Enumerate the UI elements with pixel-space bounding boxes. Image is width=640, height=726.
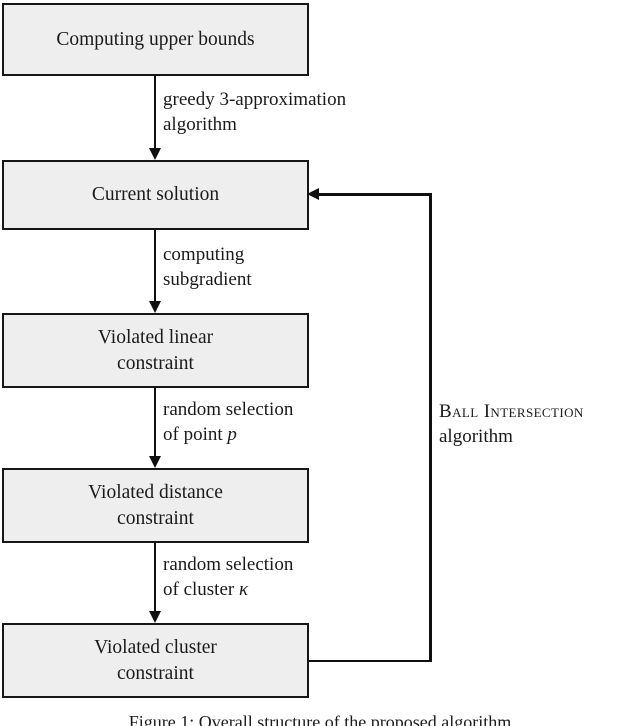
arrow-down-icon-distance-to-cluster (153, 543, 157, 612)
edge-label-symbol-kappa: κ (238, 578, 249, 600)
feedback-loop-vertical-segment (429, 193, 432, 662)
edge-label-line2: of point (163, 423, 228, 445)
arrow-down-icon-upper-bounds-to-current (153, 76, 157, 149)
node-label-line2: constraint (117, 662, 194, 684)
node-label-line1: Computing upper bounds (56, 28, 255, 50)
arrow-left-icon-feedback-into-current (307, 188, 319, 200)
feedback-loop-top-segment (318, 193, 432, 196)
arrow-down-icon-current-to-linear (153, 230, 157, 302)
node-violated-linear-constraint: Violated linear constraint (2, 313, 309, 388)
node-label-line1: Violated linear (97, 327, 214, 349)
edge-label-symbol-p: p (227, 423, 237, 445)
node-violated-cluster-constraint: Violated cluster constraint (2, 623, 309, 698)
loop-label-line2: algorithm (439, 425, 513, 447)
arrow-down-icon-linear-to-distance (153, 388, 157, 457)
edge-label-line2: of cluster (163, 578, 239, 600)
node-computing-upper-bounds: Computing upper bounds (2, 3, 309, 76)
edge-label-line1: random selection (163, 399, 294, 420)
feedback-loop-bottom-segment (309, 659, 432, 663)
node-label: Computing upper bounds (50, 27, 260, 52)
edge-label-random-cluster-selection: random selection of cluster κ (163, 553, 293, 602)
edge-label-line1: computing (163, 244, 245, 265)
node-label: Violated cluster constraint (88, 635, 223, 686)
edge-label-random-point-selection: random selection of point p (163, 398, 293, 447)
loop-label-line1: Ball Intersection (439, 401, 584, 422)
edge-label-computing-subgradient: computing subgradient (163, 243, 252, 292)
node-label: Violated distance constraint (82, 480, 229, 531)
edge-label-ball-intersection-algorithm: Ball Intersection algorithm (439, 400, 584, 449)
node-label-line1: Violated distance (88, 482, 223, 504)
edge-label-line1: random selection (163, 554, 294, 575)
node-label-line1: Violated cluster (94, 637, 217, 659)
edge-label-line1: greedy 3-approximation (163, 89, 347, 110)
node-label: Current solution (86, 182, 225, 207)
figure-caption: Figure 1: Overall structure of the propo… (128, 712, 512, 726)
node-label-line1: Current solution (91, 184, 220, 206)
node-violated-distance-constraint: Violated distance constraint (2, 468, 309, 543)
edge-label-line2: subgradient (163, 268, 252, 290)
node-label-line2: constraint (117, 352, 194, 374)
edge-label-line2: algorithm (163, 113, 237, 135)
node-label-line2: constraint (117, 507, 194, 529)
edge-label-greedy-approximation: greedy 3-approximation algorithm (163, 88, 346, 137)
node-current-solution: Current solution (2, 160, 309, 230)
node-label: Violated linear constraint (92, 325, 219, 376)
